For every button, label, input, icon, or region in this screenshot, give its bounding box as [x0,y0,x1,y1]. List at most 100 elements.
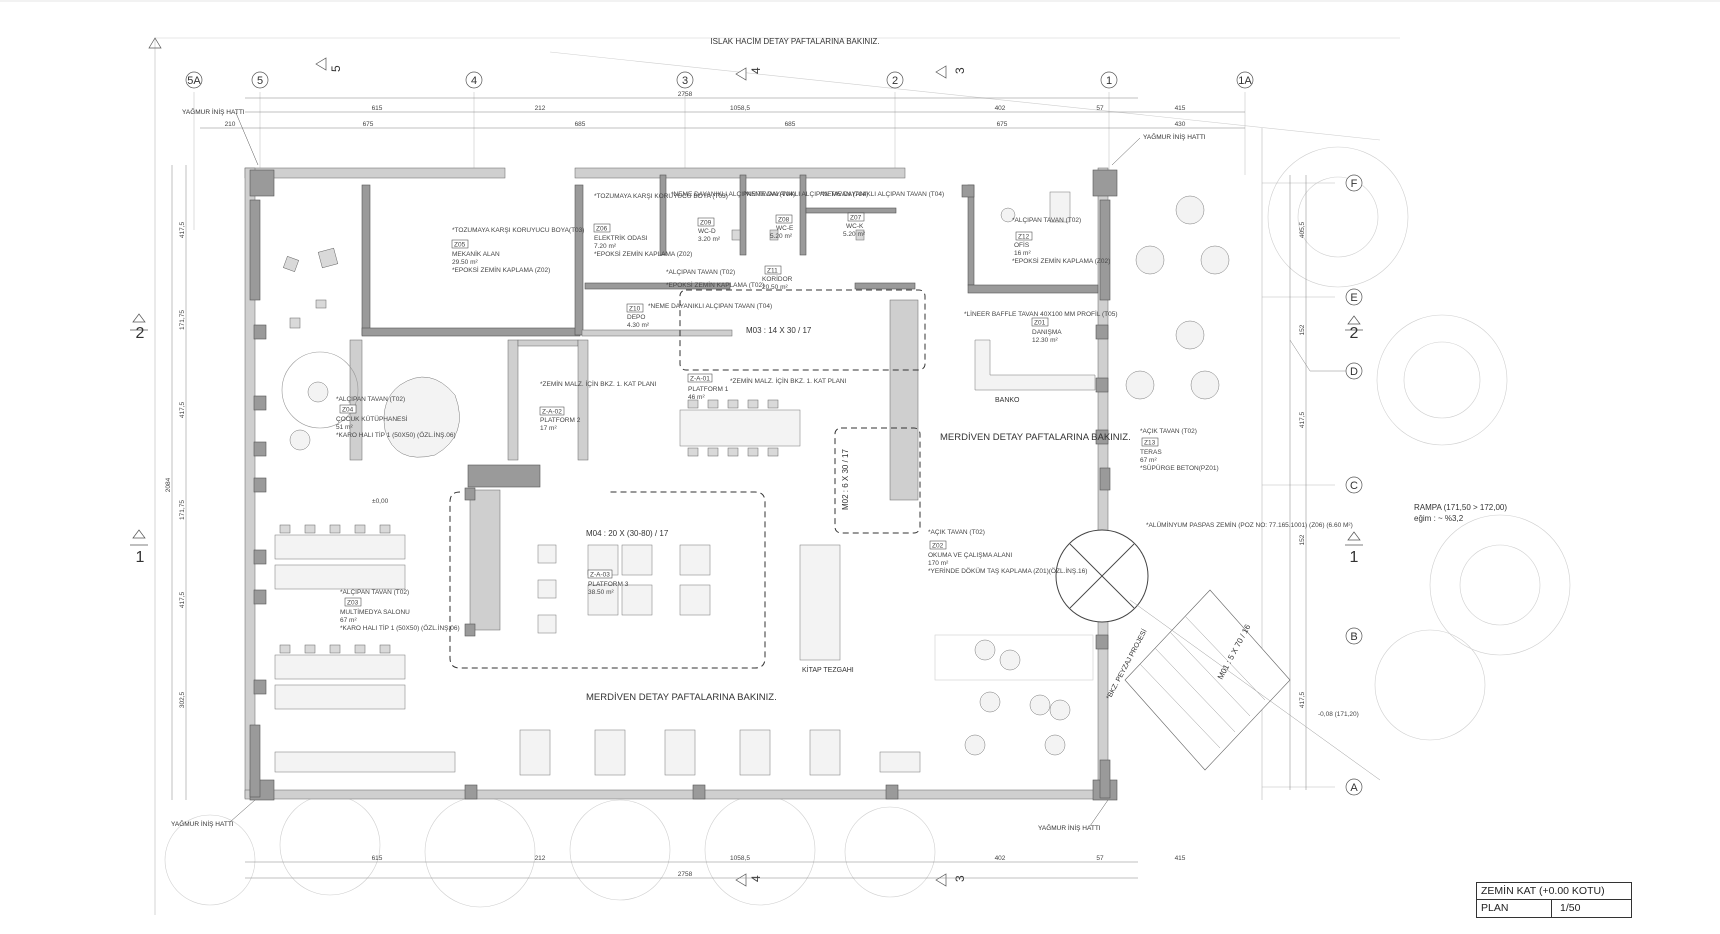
svg-text:38.50 m²: 38.50 m² [588,589,614,596]
grid-row-labels: F E D C B A [1289,174,1363,796]
grid-col-1a: 1A [1238,75,1252,87]
svg-text:Z07: Z07 [850,215,862,222]
dim-left-5: 417,5 [179,591,186,608]
svg-text:67 m²: 67 m² [340,617,357,624]
svg-text:*ZEMİN MALZ. İÇİN BKZ. 1. KAT: *ZEMİN MALZ. İÇİN BKZ. 1. KAT PLANI [540,379,657,388]
room-label-z12: *ALÇIPAN TAVAN (T02) Z12 OFİS 16 m² *EPO… [1012,217,1110,265]
room-label-z09: *NEME DAYANIKLI ALÇIPAN TAVAN (T04) Z09 … [671,191,795,243]
section-4-bottom: 4 [749,875,763,882]
svg-text:*ALÇIPAN TAVAN (T02): *ALÇIPAN TAVAN (T02) [336,396,405,403]
dimension-lines: 2758 615 212 1058,5 402 57 415 210 675 6… [165,91,1307,879]
rain-line-top-right: YAĞMUR İNİŞ HATTI [1143,132,1206,141]
room-label-z04: *ALÇIPAN TAVAN (T02) Z04 ÇOCUK KÜTÜPHANE… [336,396,456,439]
dim-top-r2-4: 685 [785,121,796,128]
dim-top-4: 402 [995,105,1006,112]
svg-text:OKUMA VE ÇALIŞMA ALANI: OKUMA VE ÇALIŞMA ALANI [928,552,1012,559]
ramp-label: RAMPA (171,50 > 172,00) [1414,503,1507,512]
section-2-left: 2 [136,325,145,342]
room-label-z02: *AÇIK TAVAN (T02) Z02 OKUMA VE ÇALIŞMA A… [928,529,1087,575]
grid-col-2: 2 [892,75,898,87]
dim-right-4: 152 [1299,534,1306,545]
svg-text:Z04: Z04 [342,407,354,414]
svg-text:*ALÇIPAN TAVAN (T02): *ALÇIPAN TAVAN (T02) [666,269,735,276]
grid-col-4: 4 [471,75,477,87]
dim-top-r2-1: 210 [225,121,236,128]
svg-text:67 m²: 67 m² [1140,457,1157,464]
multimedia-desks [274,524,406,710]
svg-text:*AÇIK TAVAN (T02): *AÇIK TAVAN (T02) [1140,428,1197,435]
svg-text:*EPOKSİ ZEMİN KAPLAMA (Z02): *EPOKSİ ZEMİN KAPLAMA (Z02) [594,249,692,258]
rain-line-top-left: YAĞMUR İNİŞ HATTI [182,107,245,116]
dim-top-r2-2: 675 [363,121,374,128]
room-label-z11: *ALÇIPAN TAVAN (T02) Z11 KORİDOR 20.50 m… [666,265,793,291]
svg-text:*NEME DAYANIKLI ALÇIPAN TAVAN: *NEME DAYANIKLI ALÇIPAN TAVAN (T04) [820,191,944,198]
svg-text:Z10: Z10 [629,306,641,313]
dim-right-3: 417,5 [1299,411,1306,428]
grid-row-d: D [1350,366,1358,378]
svg-text:Z-A-03: Z-A-03 [590,572,610,579]
wet-area-note: ISLAK HACİM DETAY PAFTALARINA BAKINIZ. [710,37,879,46]
dim-bottom-5: 57 [1096,855,1104,862]
grid-col-1: 1 [1106,75,1112,87]
svg-text:*NEME DAYANIKLI ALÇIPAN TAVAN: *NEME DAYANIKLI ALÇIPAN TAVAN (T04) [671,191,795,198]
svg-text:*YERİNDE DÖKÜM TAŞ KAPLAMA (Z0: *YERİNDE DÖKÜM TAŞ KAPLAMA (Z01)(ÖZL.İNŞ… [928,566,1087,575]
svg-text:TERAS: TERAS [1140,449,1162,456]
dim-bottom-2: 212 [535,855,546,862]
svg-text:MEKANİK ALAN: MEKANİK ALAN [452,249,500,258]
dim-top-1: 615 [372,105,383,112]
svg-text:Z11: Z11 [767,268,778,275]
svg-text:PLATFORM 2: PLATFORM 2 [540,417,581,424]
dim-left-2: 171,75 [179,310,186,330]
dim-bottom-4: 402 [995,855,1006,862]
grid-row-f: F [1351,178,1358,190]
level-marker-ramp: -0,08 (171,20) [1318,711,1359,718]
grid-lines [193,92,1335,788]
grid-col-3: 3 [682,75,688,87]
dim-left-overall: 2084 [165,477,172,492]
svg-text:4.30 m²: 4.30 m² [627,322,650,329]
room-label-z05: *TOZUMAYA KARŞI KORUYUCU BOYA(T03) Z05 M… [451,227,584,274]
title-block: ZEMİN KAT (+0.00 KOTU) PLAN 1/50 [1476,882,1632,918]
svg-text:17 m²: 17 m² [540,425,557,432]
section-3-bottom: 3 [953,875,967,882]
aluminium-mat-note: *ALÜMİNYUM PASPAS ZEMİN (POZ NO: 77.165.… [1146,520,1353,529]
title-block-label: PLAN [1477,900,1552,917]
svg-text:WC-D: WC-D [698,228,716,235]
svg-text:Z05: Z05 [454,242,466,249]
svg-text:*SÜPÜRGE BETON(PZ01): *SÜPÜRGE BETON(PZ01) [1140,464,1219,472]
dim-left-1: 417,5 [179,221,186,238]
svg-text:Z-A-02: Z-A-02 [542,409,562,416]
dim-top-r2-3: 685 [575,121,586,128]
grid-col-5a: 5A [187,75,201,87]
grid-col-5: 5 [257,75,263,87]
section-3-top: 3 [953,67,967,74]
dim-right-1: 405,5 [1299,221,1306,238]
svg-text:PLATFORM 1: PLATFORM 1 [688,386,729,393]
svg-text:DEPO: DEPO [627,314,645,321]
grid-row-a: A [1350,782,1358,794]
svg-text:KORİDOR: KORİDOR [762,274,793,283]
dim-top-6: 415 [1175,105,1186,112]
svg-text:170 m²: 170 m² [928,560,949,567]
svg-text:5.20 m²: 5.20 m² [843,231,866,238]
svg-text:Z06: Z06 [596,226,608,233]
svg-text:Z12: Z12 [1018,234,1030,241]
svg-text:29.50 m²: 29.50 m² [452,259,478,266]
svg-text:OFİS: OFİS [1014,240,1030,249]
dim-right-5: 417,5 [1299,691,1306,708]
svg-text:5.20 m²: 5.20 m² [770,233,793,240]
svg-text:3.20 m²: 3.20 m² [698,236,721,243]
dim-top-3: 1058,5 [730,105,750,112]
dim-bottom-1: 615 [372,855,383,862]
svg-text:*ALÇIPAN TAVAN (T02): *ALÇIPAN TAVAN (T02) [1012,217,1081,224]
svg-text:46 m²: 46 m² [688,394,705,401]
dim-bottom-6: 415 [1175,855,1186,862]
svg-text:*NEME DAYANIKLI ALÇIPAN TAVAN: *NEME DAYANIKLI ALÇIPAN TAVAN (T04) [648,303,772,310]
level-marker-main: ±0,00 [372,498,389,505]
svg-text:Z09: Z09 [700,220,712,227]
room-label-z01: *LİNEER BAFFLE TAVAN 40X100 MM PROFİL (T… [964,309,1118,344]
room-label-z10: Z10 DEPO 4.30 m² *NEME DAYANIKLI ALÇIPAN… [626,303,772,329]
stair-m03-label: M03 : 14 X 30 / 17 [746,326,812,335]
dim-bottom-3: 1058,5 [730,855,750,862]
section-markers: 5 4 3 4 3 2 1 2 1 [130,37,1363,915]
